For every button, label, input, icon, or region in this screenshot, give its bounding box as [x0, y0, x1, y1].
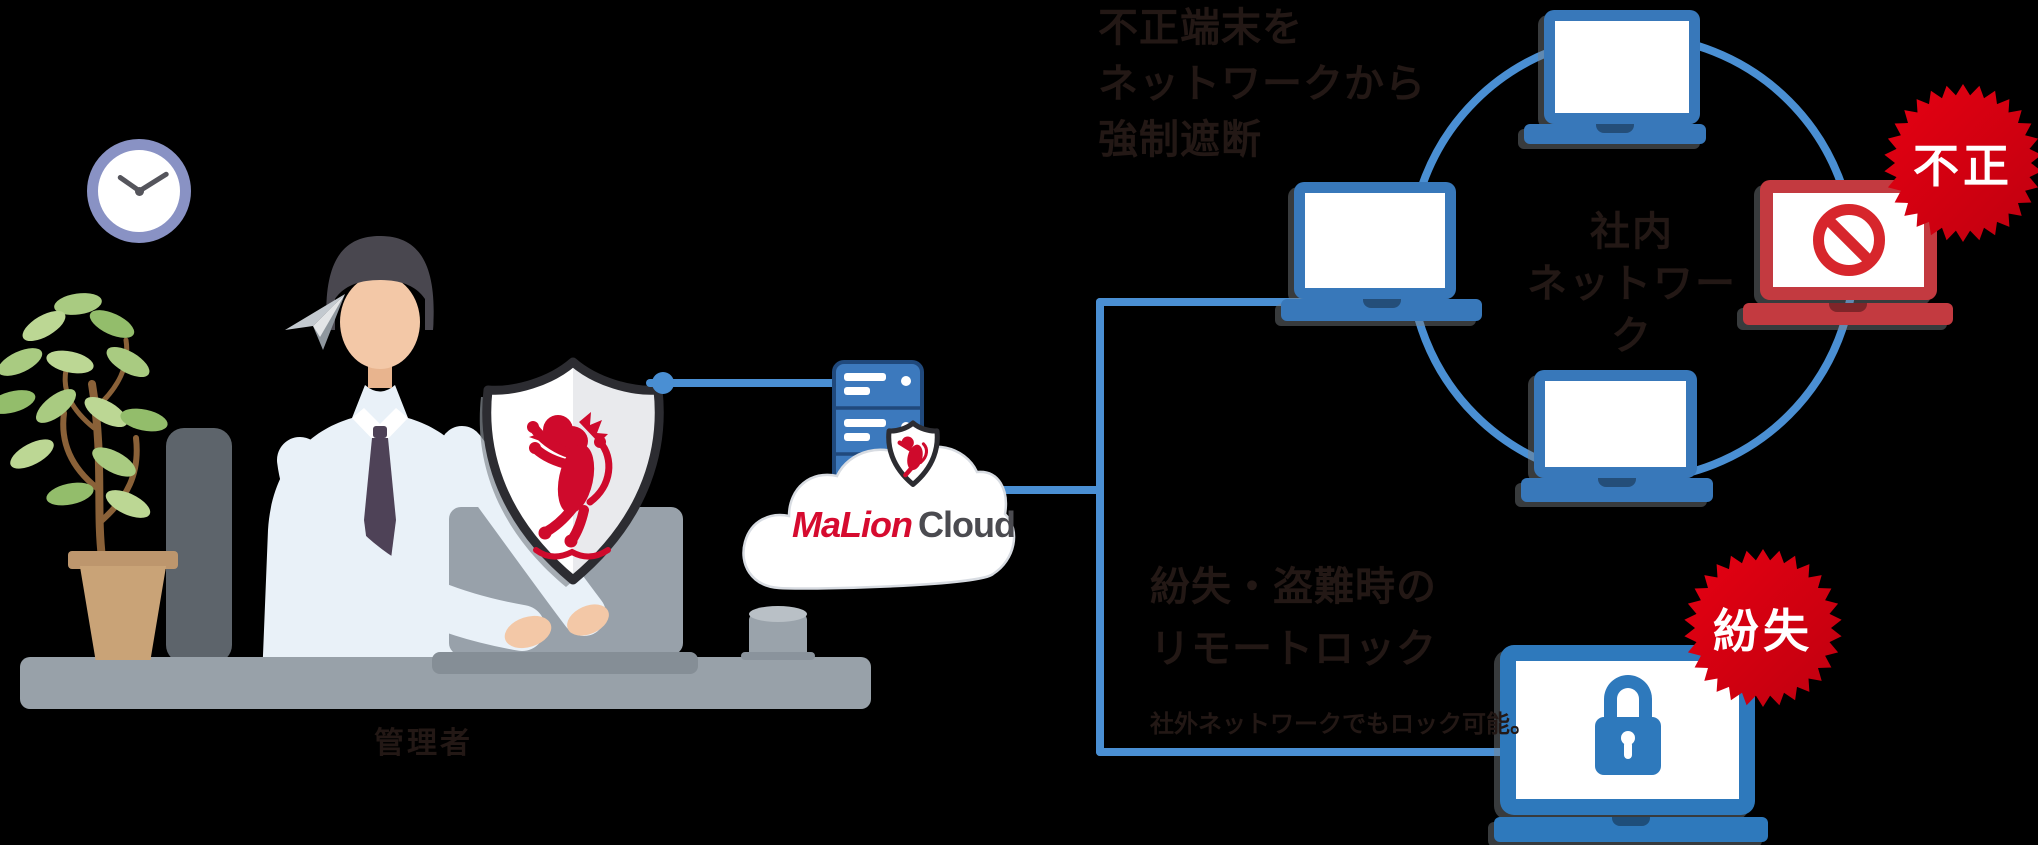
laptop-left-screen [1294, 182, 1456, 299]
remote-lock-line2: リモートロック [1150, 627, 1437, 671]
leaves [0, 293, 168, 518]
remote-lock-note: 紛失・盗難時の リモートロック 社外ネットワークでもロック可能。 [1150, 556, 1550, 756]
mini-shield-icon [886, 420, 940, 487]
laptop-bottom-screen [1534, 370, 1697, 478]
remote-lock-small-note: 社外ネットワークでもロック可能。 [1150, 711, 1534, 738]
laptop-left-base [1281, 299, 1482, 321]
hand-left [504, 615, 552, 649]
lost-badge-label: 紛失 [1713, 605, 1813, 657]
admin-label: 管理者 [374, 727, 473, 760]
quarantine-line3: 強制遮断 [1098, 118, 1262, 162]
plant-icon [0, 293, 168, 562]
hand-right [567, 604, 609, 636]
hair [326, 236, 434, 330]
laptop-top-screen [1544, 10, 1700, 124]
network-label: 社内 ネットワーク [1512, 206, 1752, 362]
network-label-line2: ネットワーク [1527, 262, 1737, 358]
clock-icon [87, 139, 191, 243]
laptop-locked-base [1494, 817, 1768, 842]
padlock-shackle [1604, 675, 1652, 721]
laptop-unauthorized-base [1743, 303, 1953, 325]
laptop-bottom-base [1521, 478, 1713, 502]
quarantine-line1: 不正端末を [1098, 6, 1303, 50]
cup-saucer [741, 652, 815, 660]
hair-side-right [425, 286, 434, 330]
prohibition-icon [1812, 204, 1885, 276]
clock-center [134, 186, 144, 196]
shield-icon [479, 357, 664, 587]
unauthorized-badge [1884, 84, 2038, 242]
remote-lock-line1: 紛失・盗難時の [1150, 565, 1437, 609]
lion-icon [527, 412, 613, 548]
logo-brand: MaLion [792, 504, 913, 545]
unauthorized-badge-label: 不正 [1913, 140, 2013, 192]
plant-pot [79, 566, 167, 660]
network-label-line1: 社内 [1590, 210, 1674, 254]
shield-flourish [533, 547, 611, 560]
cup-top [749, 606, 807, 622]
quarantine-note: 不正端末を ネットワークから 強制遮断 [1098, 0, 1458, 168]
chair [166, 428, 232, 663]
face [340, 275, 420, 369]
quarantine-line2: ネットワークから [1098, 62, 1426, 106]
admin-laptop-base [432, 652, 698, 674]
laptop-top-base [1524, 124, 1706, 144]
shield-outline [482, 357, 664, 585]
lost-badge [1684, 549, 1842, 707]
tie-knot [373, 426, 387, 438]
padlock-icon [1595, 717, 1661, 775]
paper-plane-icon [285, 294, 345, 350]
logo-product: Cloud [917, 504, 1016, 545]
pot-rim [68, 551, 178, 569]
connector-dot [652, 372, 674, 394]
